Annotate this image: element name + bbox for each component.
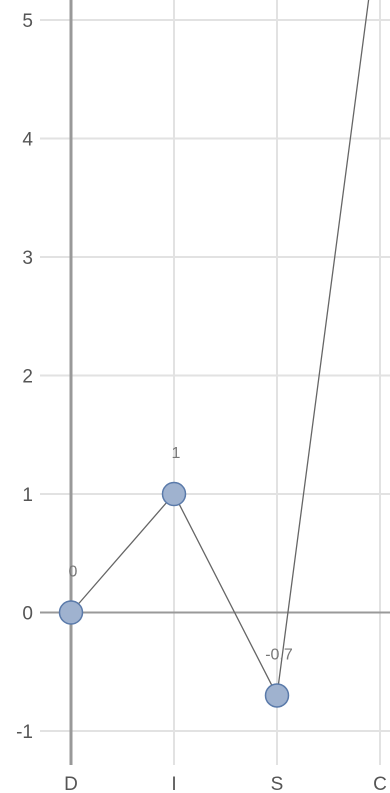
series-line xyxy=(70,0,370,698)
data-point xyxy=(161,481,187,507)
y-tick-label: 3 xyxy=(22,248,33,269)
data-label: 0 xyxy=(69,564,78,581)
axes xyxy=(40,0,390,765)
y-tick-label: 4 xyxy=(22,130,33,151)
labels: -1 0 1 2 3 4 5D I S C 0 1 -0.7 xyxy=(16,11,387,793)
x-tick-label: D xyxy=(64,774,78,793)
x-tick-label: C xyxy=(373,774,387,793)
x-tick-label: S xyxy=(271,774,284,793)
data-label: 1 xyxy=(172,445,181,462)
y-tick-label: -1 xyxy=(16,722,33,743)
data-point xyxy=(264,683,290,708)
y-tick-label: 2 xyxy=(22,367,33,388)
data-label: -0.7 xyxy=(265,646,293,663)
data-points xyxy=(58,481,290,708)
y-tick-label: 0 xyxy=(22,604,33,625)
grid-lines xyxy=(40,0,390,765)
data-point xyxy=(58,600,84,625)
x-tick-label: I xyxy=(171,774,176,793)
y-tick-label: 5 xyxy=(22,11,33,32)
series-line-path xyxy=(70,0,370,698)
y-tick-label: 1 xyxy=(22,485,33,506)
